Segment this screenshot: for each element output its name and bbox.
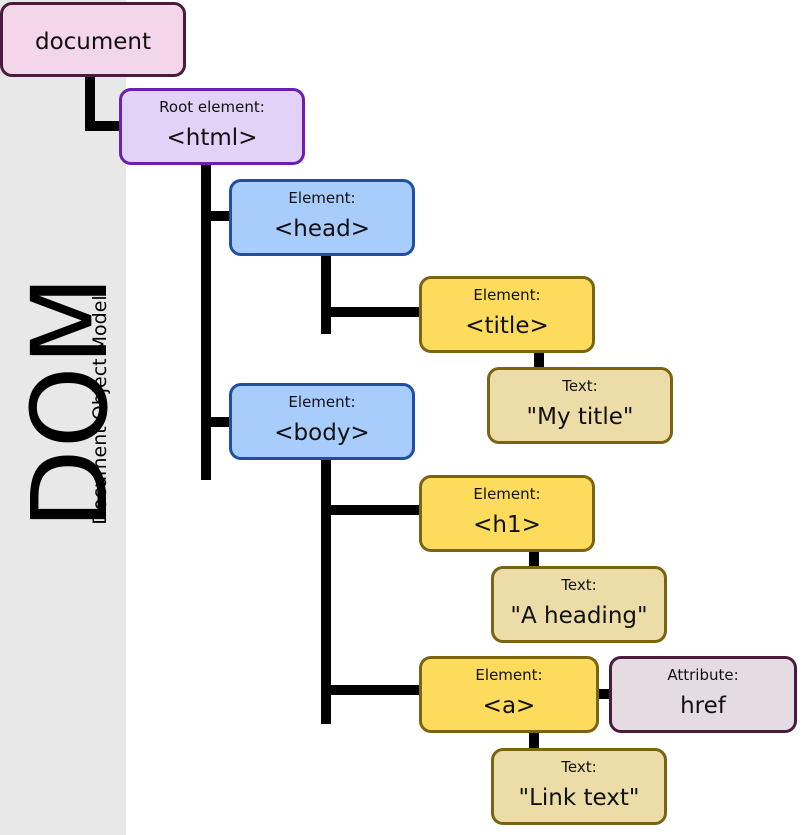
node-a: Element: <a> xyxy=(419,656,599,733)
node-a-attribute-label: href xyxy=(680,693,726,719)
node-h1: Element: <h1> xyxy=(419,475,595,552)
node-h1-text-kind: Text: xyxy=(561,576,597,594)
node-a-attribute: Attribute: href xyxy=(609,656,797,733)
node-head-label: <head> xyxy=(274,216,370,242)
node-document-label: document xyxy=(34,29,152,55)
node-body-kind: Element: xyxy=(288,393,356,411)
node-html: Root element: <html> xyxy=(119,88,305,165)
node-head-kind: Element: xyxy=(288,189,356,207)
node-a-kind: Element: xyxy=(475,666,543,684)
node-document: document xyxy=(0,2,186,77)
node-title-text-label: "My title" xyxy=(526,404,634,430)
node-h1-label: <h1> xyxy=(473,512,541,538)
node-html-kind: Root element: xyxy=(159,98,265,116)
node-body: Element: <body> xyxy=(229,383,415,460)
node-html-label: <html> xyxy=(166,125,258,151)
node-a-text-kind: Text: xyxy=(561,758,597,776)
node-title-kind: Element: xyxy=(473,286,541,304)
node-a-label: <a> xyxy=(482,693,536,719)
node-title: Element: <title> xyxy=(419,276,595,353)
node-body-label: <body> xyxy=(274,420,370,446)
node-title-text: Text: "My title" xyxy=(487,367,673,444)
node-head: Element: <head> xyxy=(229,179,415,256)
node-a-text: Text: "Link text" xyxy=(491,748,667,825)
node-title-text-kind: Text: xyxy=(562,377,598,395)
node-title-label: <title> xyxy=(465,313,549,339)
node-a-text-label: "Link text" xyxy=(518,785,640,811)
sidebar-panel: DOM Document Object Model xyxy=(0,0,131,835)
node-h1-text-label: "A heading" xyxy=(510,603,648,629)
node-h1-kind: Element: xyxy=(473,485,541,503)
node-a-attribute-kind: Attribute: xyxy=(667,666,739,684)
node-h1-text: Text: "A heading" xyxy=(491,566,667,643)
